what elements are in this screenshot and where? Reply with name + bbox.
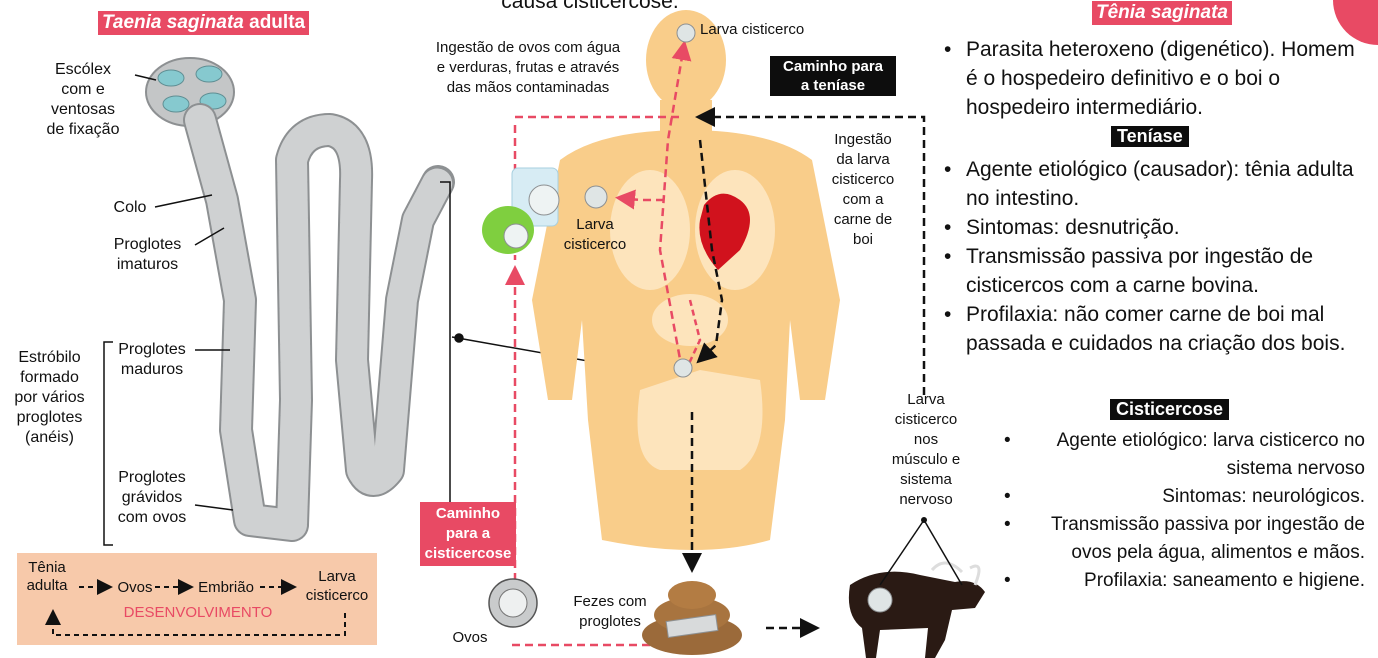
label-fezes: Fezes com proglotes (565, 592, 655, 632)
cisticercose-title: Cisticercose (1110, 399, 1229, 420)
tag-caminho-cisticercose: Caminho para a cisticercose (420, 502, 516, 566)
tapeworm-title-italic: Taenia saginata (102, 12, 244, 33)
egg-icon (489, 579, 537, 627)
teniase-list: Agente etiológico (causador): tênia adul… (940, 155, 1370, 358)
tapeworm-title: Taenia saginata adulta (98, 11, 309, 35)
cisticercose-item: Sintomas: neurológicos. (1000, 483, 1365, 511)
label-proglotes-maduros: Proglotes maduros (107, 340, 197, 380)
cisticercose-item: Profilaxia: saneamento e higiene. (1000, 567, 1365, 595)
sucker-icon (196, 66, 222, 82)
teniase-item: Transmissão passiva por ingestão de cist… (940, 242, 1370, 300)
ox-icon (849, 517, 985, 658)
teniase-item: Profilaxia: não comer carne de boi mal p… (940, 300, 1370, 358)
cisticercose-list: Agente etiológico: larva cisticerco no s… (1000, 427, 1365, 595)
feces-icon (642, 581, 742, 655)
sucker-icon (163, 96, 189, 112)
cisticercose-item: Transmissão passiva por ingestão de ovos… (1000, 511, 1365, 567)
tag-caminho-teniase: Caminho para a teníase (770, 56, 896, 96)
label-ingestao-larva: Ingestão da larva cisticerco com a carne… (818, 130, 908, 250)
cycle-desenvolvimento: DESENVOLVIMENTO (113, 603, 283, 623)
label-estrobilo: Estróbilo formado por vários proglotes (… (2, 348, 97, 448)
label-proglotes-gravidos: Proglotes grávidos com ovos (107, 468, 197, 528)
top-caption: causa cisticercose. (470, 0, 710, 12)
tapeworm-drawing (146, 58, 438, 525)
label-escolex: Escólex com e ventosas de fixação (28, 60, 138, 140)
label-proglotes-imaturos: Proglotes imaturos (100, 235, 195, 275)
right-title: Tênia saginata (1092, 1, 1232, 25)
cycle-embriao: Embrião (193, 578, 259, 598)
tapeworm-title-rest: adulta (244, 12, 305, 33)
teniase-item: Agente etiológico (causador): tênia adul… (940, 155, 1370, 213)
intro-list: Parasita heteroxeno (digenético). Homem … (940, 35, 1370, 122)
label-larva-boi: Larva cisticerco nos músculo e sistema n… (876, 390, 976, 510)
intro-item: Parasita heteroxeno (digenético). Homem … (940, 35, 1370, 122)
teniase-title: Teníase (1111, 126, 1189, 147)
cycle-tenia-adulta: Tênia adulta (17, 559, 77, 595)
development-cycle-box: Tênia adulta Ovos Embrião Larva cisticer… (17, 553, 377, 645)
cycle-ovos: Ovos (113, 578, 157, 598)
label-ovos: Ovos (445, 628, 495, 648)
teniase-item: Sintomas: desnutrição. (940, 213, 1370, 242)
label-larva-mid: Larva cisticerco (550, 215, 640, 255)
label-larva-top: Larva cisticerco (700, 20, 835, 40)
sucker-icon (158, 70, 184, 86)
cycle-larva: Larva cisticerco (297, 567, 377, 605)
label-colo: Colo (100, 198, 160, 218)
label-ingestao-ovos: Ingestão de ovos com água e verduras, fr… (402, 38, 654, 98)
cisticercose-item: Agente etiológico: larva cisticerco no s… (1000, 427, 1365, 483)
